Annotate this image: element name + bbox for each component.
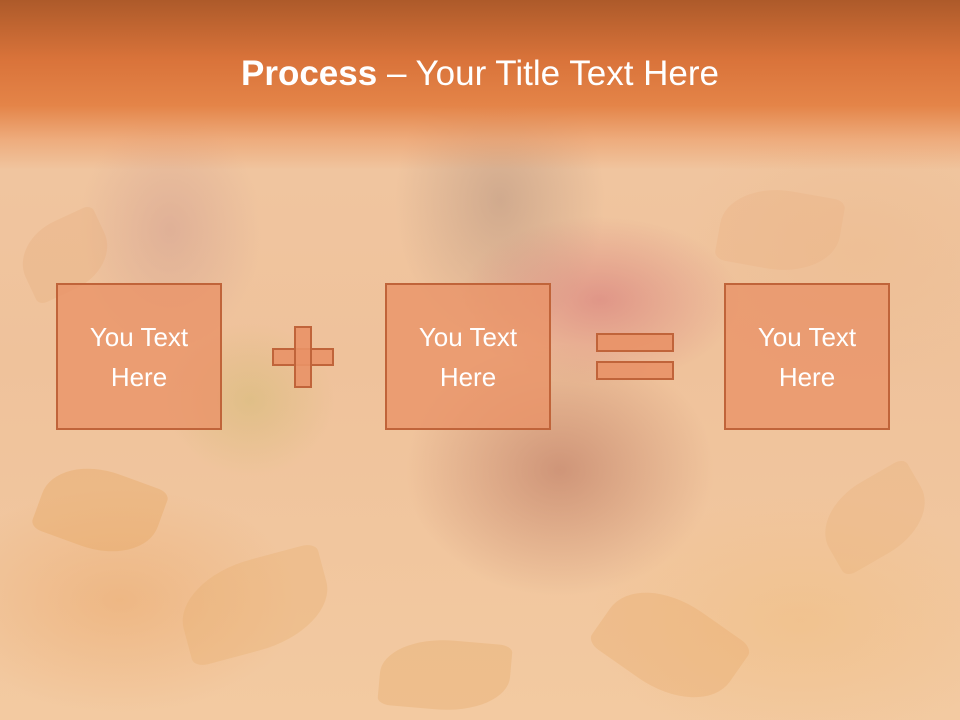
equals-icon	[596, 333, 674, 383]
slide-title-rest: – Your Title Text Here	[377, 54, 719, 93]
leaf-shape	[170, 542, 340, 668]
leaf-shape	[586, 567, 754, 720]
process-box-1-text: You Text Here	[89, 321, 189, 392]
process-box-3-text: You Text Here	[757, 321, 857, 392]
slide-title-bold: Process	[241, 54, 378, 93]
plus-icon	[272, 326, 334, 388]
slide-title: Process – Your Title Text Here	[0, 52, 960, 96]
process-box-2[interactable]: You Text Here	[385, 283, 551, 430]
leaf-shape	[808, 457, 942, 578]
title-band	[0, 0, 960, 170]
process-box-2-text: You Text Here	[418, 321, 518, 392]
leaf-shape	[29, 451, 171, 569]
leaf-shape	[713, 180, 847, 280]
process-box-1[interactable]: You Text Here	[56, 283, 222, 430]
process-box-3[interactable]: You Text Here	[724, 283, 890, 430]
leaf-shape	[377, 634, 513, 716]
